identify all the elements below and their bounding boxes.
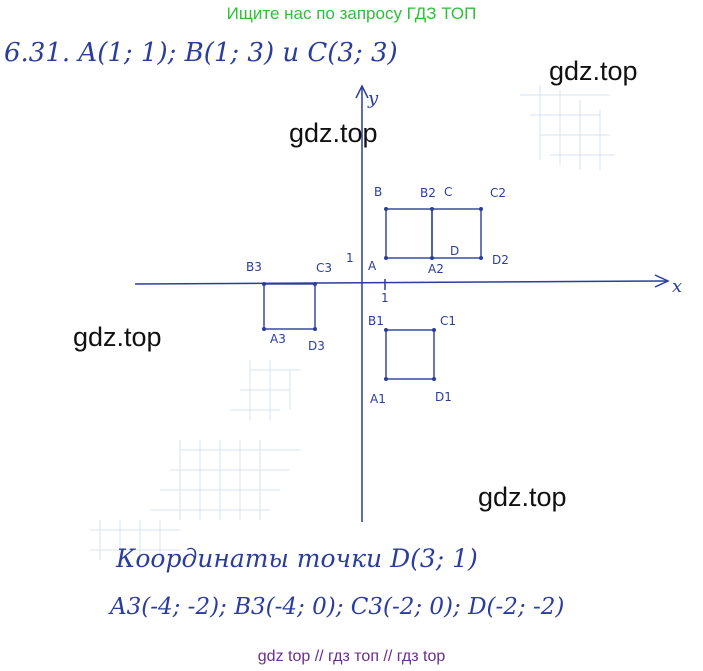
label-B2: B2 bbox=[420, 186, 436, 200]
y-axis-label: y bbox=[367, 88, 379, 109]
label-C1: C1 bbox=[440, 314, 456, 328]
label-A2: A2 bbox=[428, 262, 444, 276]
label-C: C bbox=[444, 185, 452, 199]
label-A3: A3 bbox=[270, 332, 286, 346]
answer-line-2: A3(-4; -2); B3(-4; 0); C3(-2; 0); D(-2; … bbox=[110, 594, 565, 620]
answer-line-1: Координаты точки D(3; 1) bbox=[116, 544, 478, 573]
search-banner: Ищите нас по запросу ГДЗ ТОП bbox=[226, 4, 477, 23]
watermark-left: gdz.top bbox=[73, 322, 162, 352]
unit-label-y: 1 bbox=[346, 251, 354, 265]
y-axis-arrow-icon bbox=[355, 84, 369, 99]
label-D2: D2 bbox=[492, 253, 509, 267]
x-axis-arrow-icon bbox=[654, 274, 670, 288]
rectangles bbox=[263, 208, 482, 380]
problem-header: 6.31. A(1; 1); B(1; 3) и C(3; 3) bbox=[4, 38, 398, 68]
x-axis bbox=[134, 280, 669, 285]
footer-links: gdz top // гдз топ // гдз top bbox=[257, 648, 446, 665]
label-B: B bbox=[374, 185, 382, 199]
vertex-dots bbox=[262, 207, 483, 381]
label-C3: C3 bbox=[316, 261, 332, 275]
rect-a3b3c3d3 bbox=[263, 283, 316, 330]
label-A: A bbox=[368, 259, 377, 273]
background-grid bbox=[90, 85, 615, 560]
rect-abcd bbox=[385, 208, 433, 259]
label-B1: B1 bbox=[368, 314, 384, 328]
label-A1: A1 bbox=[370, 392, 386, 406]
label-D3: D3 bbox=[308, 339, 325, 353]
label-D1: D1 bbox=[435, 390, 452, 404]
x-axis-label: x bbox=[672, 276, 682, 297]
watermark-bottom-right: gdz.top bbox=[478, 482, 567, 512]
label-C2: C2 bbox=[490, 186, 506, 200]
watermark-top-right: gdz.top bbox=[549, 56, 638, 86]
rect-a2b2c2d2 bbox=[431, 208, 482, 259]
label-D: D bbox=[450, 244, 459, 258]
rect-a1b1c1d1 bbox=[385, 329, 435, 380]
unit-label-x: 1 bbox=[381, 291, 389, 305]
watermark-center: gdz.top bbox=[289, 118, 378, 148]
label-B3: B3 bbox=[246, 260, 262, 274]
